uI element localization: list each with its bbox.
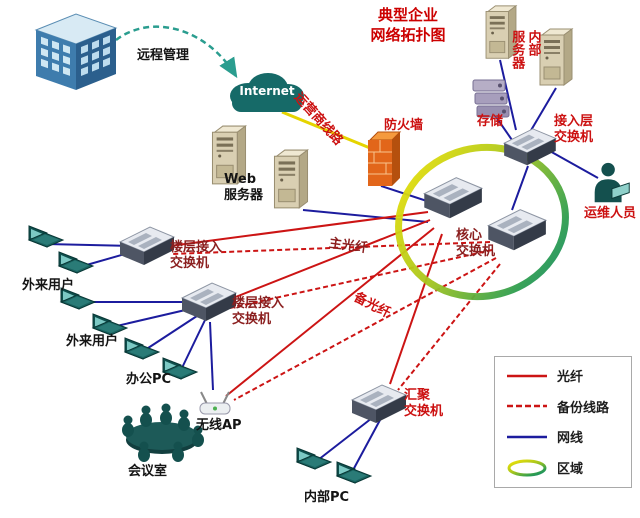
ops-person-label: 运维人员 (584, 206, 637, 221)
agg-switch-label: 汇聚 交换机 (404, 388, 444, 420)
switch-icon (420, 174, 484, 224)
floor-switch-1 (116, 224, 176, 274)
remote-mgmt-label: 远程管理 (137, 48, 190, 63)
lan-line (45, 243, 133, 247)
legend-label: 光纤 (557, 370, 584, 385)
meeting-room-icon (122, 403, 204, 462)
wireless-ap-icon (199, 391, 231, 415)
legend-item-zone: 区域 (505, 458, 621, 478)
cloud-icon (230, 73, 304, 112)
lan-lines (45, 59, 599, 473)
legend-label: 备份线路 (557, 400, 610, 416)
floor-switch-2 (178, 280, 238, 330)
lan-line (141, 313, 201, 353)
web-server-label: Web 服务器 (224, 172, 264, 204)
person-icon (594, 162, 630, 203)
internal-laptop-1 (292, 446, 334, 486)
building-icon (34, 13, 118, 90)
lan-line (107, 307, 195, 329)
server-tower-icon (270, 148, 312, 212)
fiber-line-swatch (507, 374, 547, 377)
external-users-2-label: 外来用户 (66, 334, 119, 349)
external-users-1-label: 外来用户 (22, 278, 75, 293)
laptop-icon (120, 336, 162, 372)
floor-switch-1-label: 楼层接入 交换机 (170, 240, 223, 272)
web-server-2 (270, 148, 312, 216)
switch-icon (178, 280, 238, 326)
lan-line (493, 113, 513, 141)
backup-line-swatch (507, 404, 547, 408)
firewall-label: 防火墙 (384, 118, 424, 133)
access-switch (500, 126, 558, 174)
carrier-line (281, 110, 371, 150)
firewall (364, 130, 402, 192)
office-laptop-1 (120, 336, 162, 376)
page-title: 典型企业 网络拓扑图 (370, 6, 446, 44)
wireless-ap (196, 390, 234, 424)
switch-icon (348, 382, 408, 428)
core-zone-ring (395, 143, 569, 301)
lan-line (351, 419, 381, 473)
laptop-icon (292, 446, 334, 482)
fiber-line (225, 227, 435, 397)
remote-mgmt-arrow (115, 25, 238, 79)
storage-label: 存储 (477, 114, 504, 129)
fiber-lines (169, 211, 443, 397)
switch-icon (116, 224, 176, 270)
lan-line (499, 59, 517, 131)
server-tower-icon (536, 26, 576, 90)
legend-item-backup: 备份线路 (505, 397, 621, 416)
firewall-icon (368, 131, 402, 186)
floor-switch-2-label: 楼层接入 交换机 (232, 296, 285, 328)
headquarters-building (22, 6, 124, 98)
internet-label: Internet (239, 84, 295, 98)
lan-line-swatch (507, 435, 547, 439)
legend-item-lan: 网线 (505, 427, 621, 446)
backup-line (229, 249, 493, 309)
legend-item-fiber: 光纤 (505, 366, 621, 385)
lan-line (547, 149, 599, 179)
lan-line (317, 417, 373, 461)
access-switch-label: 接入层 交换机 (554, 114, 594, 146)
switch-icon (500, 126, 558, 170)
zone-ring-swatch (507, 459, 547, 477)
fiber-line (389, 233, 443, 385)
backup-line (171, 241, 491, 255)
lan-line (179, 317, 207, 373)
internal-server-2 (536, 26, 576, 94)
backup-line (397, 263, 501, 391)
internal-pc-label: 内部PC (304, 490, 350, 505)
wireless-ap-label: 无线AP (196, 418, 242, 433)
internal-server-label: 内部 服务器 (509, 30, 541, 69)
meeting-room (116, 398, 210, 468)
ops-person (588, 160, 634, 212)
office-pc-label: 办公PC (126, 372, 172, 387)
backup-line (233, 257, 497, 401)
meeting-room-label: 会议室 (128, 464, 168, 479)
fiber-line (169, 211, 429, 247)
lan-line (511, 165, 529, 211)
backup-lines (171, 241, 501, 401)
lan-line (209, 321, 214, 391)
legend: 光纤 备份线路 网线 区域 (494, 356, 632, 488)
legend-label: 区域 (557, 462, 584, 478)
internet-cloud: Internet (220, 68, 314, 124)
lan-line (529, 87, 557, 133)
core-switch-label: 核心 交换机 (456, 228, 496, 260)
agg-switch (348, 382, 408, 432)
legend-label: 网线 (557, 431, 584, 447)
lan-line (302, 209, 429, 223)
core-switch-1 (420, 174, 484, 228)
